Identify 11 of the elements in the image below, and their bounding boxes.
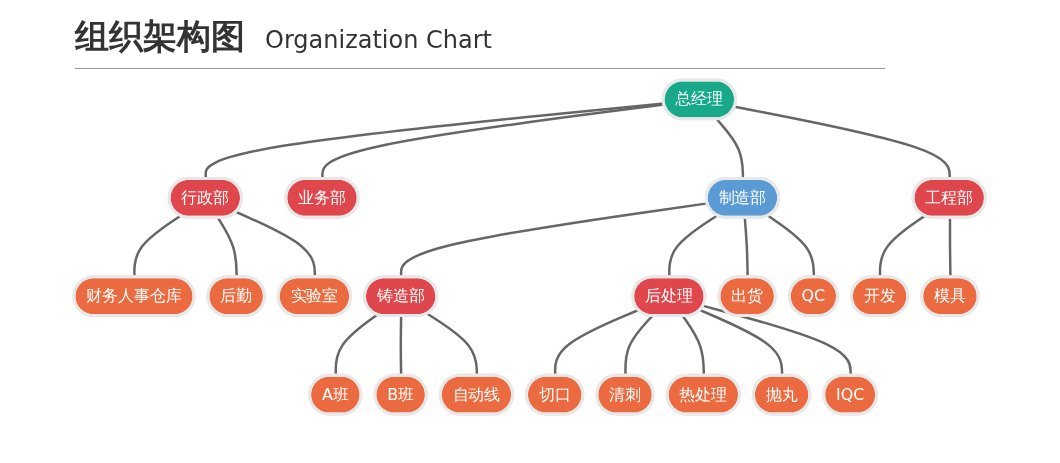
connector xyxy=(668,213,719,277)
connector xyxy=(767,214,816,277)
connector xyxy=(879,214,926,277)
chart-title: 组织架构图 xyxy=(75,15,245,58)
connector xyxy=(400,201,708,277)
connector xyxy=(949,217,952,277)
connector xyxy=(217,216,239,277)
connector xyxy=(133,214,182,277)
chart-subtitle: Organization Chart xyxy=(265,26,492,54)
connector xyxy=(743,217,750,277)
connector xyxy=(236,210,317,277)
